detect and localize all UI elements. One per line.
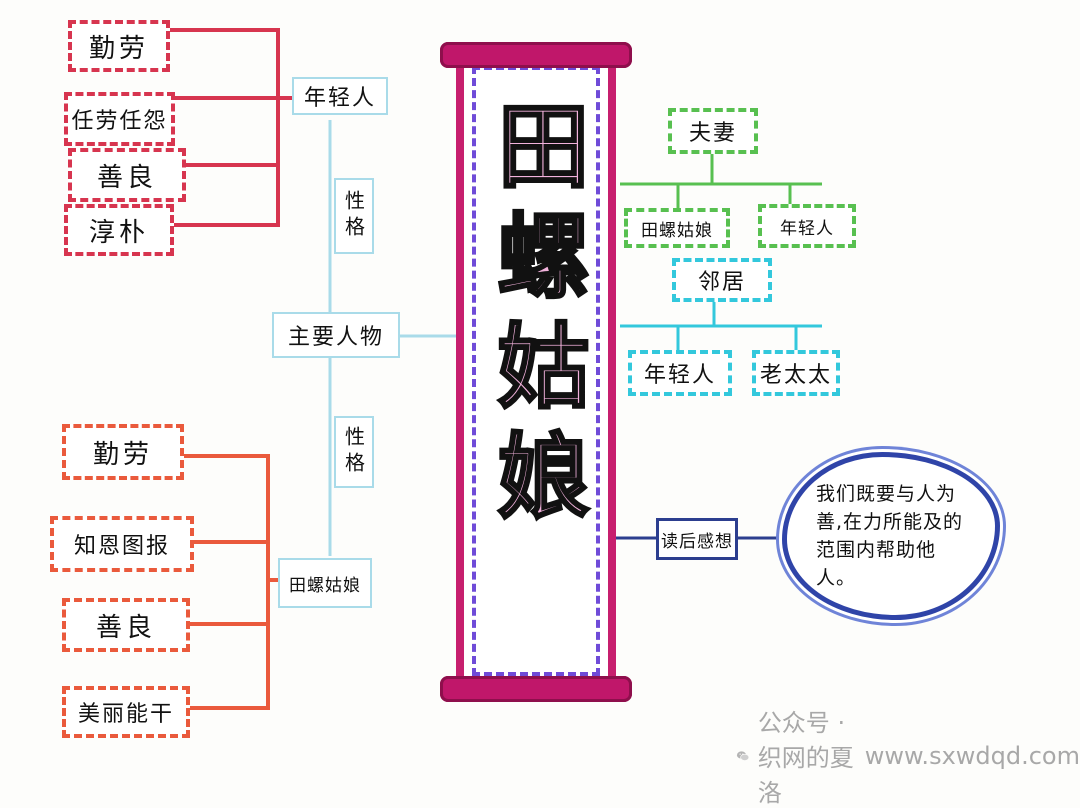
scroll-dashed-frame — [472, 66, 600, 676]
lower-trait-2: 知恩图报 — [50, 516, 194, 572]
main-characters-node: 主要人物 — [272, 312, 400, 358]
watermark-url: www.sxwdqd.com — [864, 741, 1080, 770]
watermark-text: 公众号 · 织网的夏洛 — [757, 709, 854, 807]
scroll-rod-bottom — [440, 676, 632, 702]
couple-label: 夫妻 — [668, 108, 758, 154]
reflection-text: 我们既要与人为善,在力所能及的范围内帮助他人。 — [816, 483, 964, 589]
reflection-node: 读后感想 — [656, 518, 738, 560]
neighbor-member-2: 老太太 — [752, 350, 840, 396]
lower-trait-4: 美丽能干 — [62, 686, 190, 738]
upper-trait-label: 性格 — [334, 178, 374, 254]
wechat-icon — [736, 750, 750, 761]
upper-trait-2: 任劳任怨 — [64, 92, 175, 146]
upper-trait-1: 勤劳 — [68, 20, 170, 72]
watermark: 公众号 · 织网的夏洛 www.sxwdqd.com — [736, 703, 1080, 808]
couple-member-2: 年轻人 — [758, 204, 856, 248]
upper-trait-3: 善良 — [68, 148, 186, 202]
lower-trait-label: 性格 — [334, 416, 374, 488]
neighbor-label: 邻居 — [672, 258, 772, 302]
lower-trait-1: 勤劳 — [62, 424, 184, 480]
reflection-cloud: 我们既要与人为善,在力所能及的范围内帮助他人。 — [782, 452, 1000, 620]
lower-trait-3: 善良 — [62, 598, 190, 652]
lower-character: 田螺姑娘 — [278, 558, 372, 608]
neighbor-member-1: 年轻人 — [628, 350, 732, 396]
scroll-rod-top — [440, 42, 632, 68]
couple-member-1: 田螺姑娘 — [624, 208, 730, 248]
upper-trait-4: 淳朴 — [64, 204, 174, 256]
upper-character: 年轻人 — [292, 77, 388, 115]
scroll-title: 田螺姑娘 — [481, 97, 592, 540]
title-scroll: 田螺姑娘 — [456, 58, 616, 684]
